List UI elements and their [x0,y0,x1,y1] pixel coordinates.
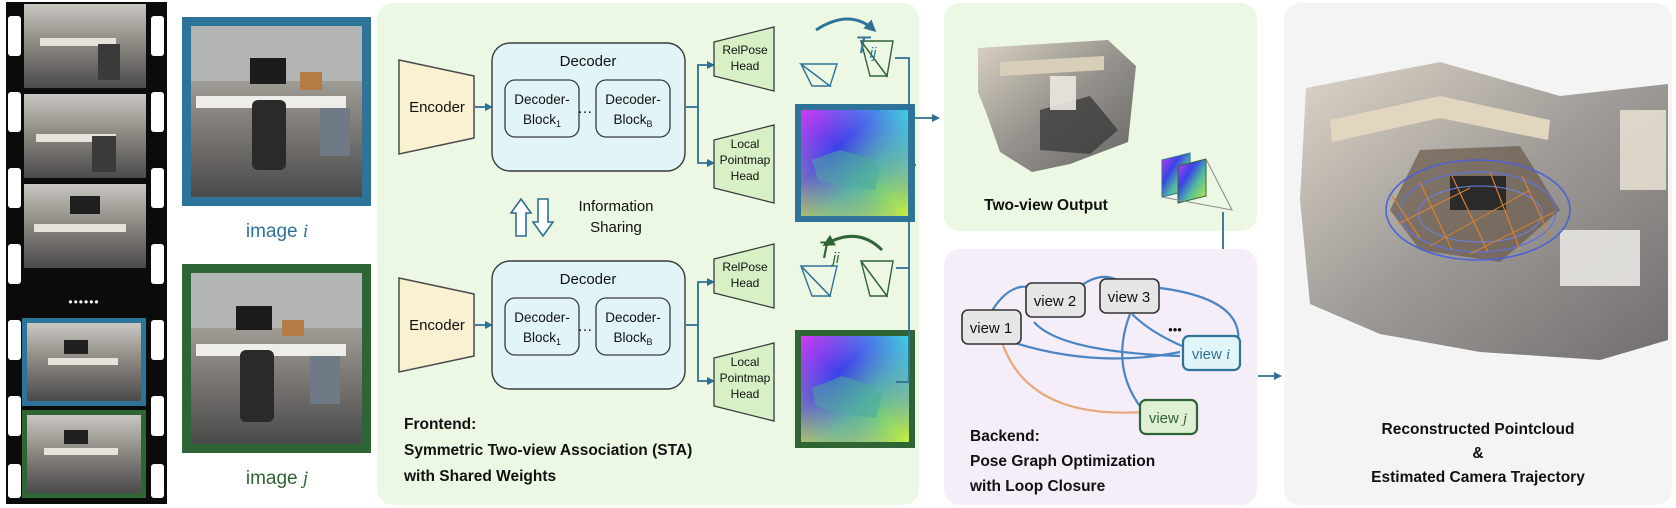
encoder-top: Encoder [398,59,475,155]
decoder-bottom: Decoder Decoder- Block1 … Decoder- Block… [491,260,686,390]
pointmap-head-top: Local Pointmap Head [713,124,775,204]
recon-title-2: & [1472,445,1483,462]
svg-text:view 2: view 2 [1034,293,1077,310]
svg-text:view j: view j [1149,410,1187,427]
twoview-title: Two-view Output [984,197,1108,214]
frontend-title-3: with Shared Weights [403,468,556,485]
decoder-block-b-top: Decoder- BlockB [595,79,671,138]
film-strip: •••••• [6,2,167,504]
backend-title-2: Pose Graph Optimization [970,453,1155,470]
svg-text:Encoder: Encoder [409,317,465,334]
svg-text:Local: Local [731,137,760,151]
film-dots: •••••• [68,295,99,309]
svg-text:Head: Head [731,169,760,183]
relpose-head-bottom: RelPose Head [713,243,775,309]
svg-text:Decoder-: Decoder- [605,310,661,325]
svg-text:Decoder: Decoder [560,53,617,70]
film-frame-3 [24,184,146,268]
t-ij-label: Tij [855,32,877,62]
svg-text:Decoder: Decoder [560,271,617,288]
film-frame-1 [24,4,146,88]
svg-text:Block1: Block1 [523,330,561,347]
view-node-3: view 3 [1099,278,1160,314]
view-node-i: view i [1181,334,1242,372]
film-frame-2 [24,94,146,178]
encoder-bottom: Encoder [398,277,475,373]
relpose-head-top: RelPose Head [713,26,775,92]
decoder-top: Decoder Decoder- Block1 … Decoder- Block… [491,42,686,172]
svg-text:BlockB: BlockB [613,330,652,347]
svg-text:Decoder-: Decoder- [514,92,570,107]
twoview-camera-icon [1161,152,1233,211]
backend-panel [944,249,1257,505]
svg-text:RelPose: RelPose [722,43,768,57]
svg-text:Head: Head [731,276,760,290]
twoview-pointcloud [978,40,1136,172]
film-sprocket-holes-right [151,16,164,498]
svg-text:Local: Local [731,355,760,369]
edge-decoder-heads-bottom [686,278,715,326]
view-node-2: view 2 [1025,282,1086,318]
camera-icon-i-bottom [799,265,838,298]
recon-title-1: Reconstructed Pointcloud [1382,421,1575,438]
backend-title-1: Backend: [970,428,1040,445]
decoder-ellipsis-top: … [578,100,593,117]
recon-pointcloud [1300,62,1668,360]
input-image-j [182,264,371,453]
pointmap-image-top [795,104,915,222]
pointmap-head-bottom: Local Pointmap Head [713,342,775,422]
camera-icon-j-top [859,40,894,78]
decoder-block-1-bottom: Decoder- Block1 [504,297,580,356]
svg-text:Decoder-: Decoder- [514,310,570,325]
t-ji-label: Tji [818,237,840,267]
backend-dots: ••• [1168,322,1182,337]
camera-icon-j-bottom [859,260,894,298]
t-ji-arrow-icon [822,234,884,252]
image-i-label: image i [246,221,308,242]
film-frame-image-j [22,410,146,498]
svg-text:Block1: Block1 [523,112,561,129]
pointmap-image-bottom [795,330,915,448]
svg-text:Head: Head [731,59,760,73]
svg-text:Encoder: Encoder [409,99,465,116]
decoder-block-b-bottom: Decoder- BlockB [595,297,671,356]
decoder-block-1-top: Decoder- Block1 [504,79,580,138]
frontend-title-1: Frontend: [404,416,476,433]
recon-title-3: Estimated Camera Trajectory [1371,469,1585,486]
edge-decoder-pointmap-top [697,107,715,167]
merge-connector [895,57,916,383]
edge-decoder-heads-top [686,61,715,108]
svg-text:view 1: view 1 [970,320,1013,337]
decoder-ellipsis-bottom: … [578,318,593,335]
camera-trajectory [1385,159,1571,261]
view-node-1: view 1 [961,309,1022,345]
svg-text:Head: Head [731,387,760,401]
film-frame-image-i [22,318,146,406]
t-ij-arrow-icon [815,17,877,33]
info-sharing-label-2: Sharing [590,219,642,236]
frontend-title-2: Symmetric Two-view Association (STA) [404,442,692,459]
svg-text:BlockB: BlockB [613,112,652,129]
input-image-i [182,17,371,206]
film-sprocket-holes-left [8,16,21,498]
image-j-label: image j [246,468,308,489]
svg-text:view 3: view 3 [1108,289,1151,306]
view-node-j: view j [1138,398,1199,436]
info-sharing-label-1: Information [578,198,653,215]
svg-text:view i: view i [1192,346,1230,363]
edge-decoder-pointmap-bottom [697,325,715,385]
info-sharing-arrows-icon [509,197,555,238]
svg-text:RelPose: RelPose [722,260,768,274]
backend-title-3: with Loop Closure [969,478,1106,495]
camera-icon-i-top [798,63,838,88]
svg-text:Pointmap: Pointmap [720,371,771,385]
svg-text:Pointmap: Pointmap [720,153,771,167]
svg-text:Decoder-: Decoder- [605,92,661,107]
